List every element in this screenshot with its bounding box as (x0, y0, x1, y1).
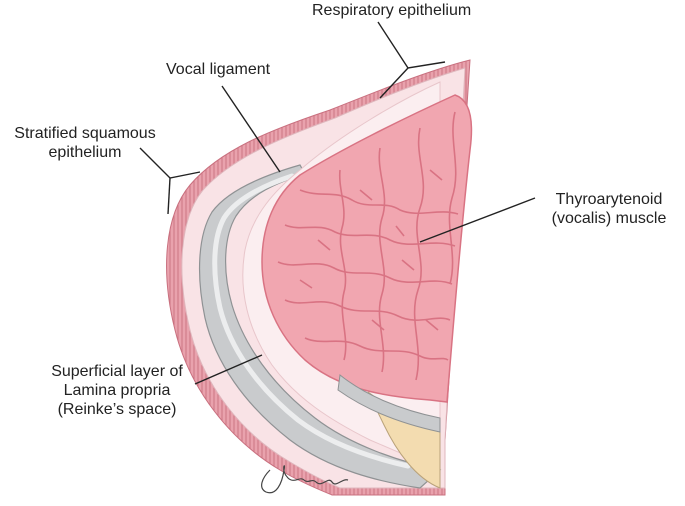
vocal-ligament (198, 164, 442, 489)
label-thyroarytenoid-muscle: Thyroarytenoid (vocalis) muscle (534, 190, 684, 228)
thyroarytenoid-muscle (261, 94, 473, 403)
label-thyroarytenoid-line2: (vocalis) muscle (551, 210, 667, 227)
label-stratified-squamous-epithelium: Stratified squamous epithelium (0, 124, 170, 162)
artist-signature (261, 465, 349, 494)
label-superficial-line3: (Reinke’s space) (57, 401, 177, 418)
label-respiratory-epithelium: Respiratory epithelium (312, 2, 472, 19)
label-superficial-line1: Superficial layer of (51, 363, 183, 380)
label-reinkes-space: Superficial layer of Lamina propria (Rei… (32, 362, 202, 419)
label-superficial-line2: Lamina propria (63, 382, 171, 399)
label-stratified-squamous-line1: Stratified squamous (14, 125, 156, 142)
lower-ligament-band (337, 374, 441, 433)
leader-lines (139, 21, 536, 385)
label-thyroarytenoid-line1: Thyroarytenoid (555, 191, 663, 208)
muscle-fascicles (277, 111, 459, 381)
label-vocal-ligament: Vocal ligament (166, 61, 271, 78)
label-stratified-squamous-line2: epithelium (48, 144, 122, 161)
vocal-ligament-highlight (212, 173, 411, 469)
